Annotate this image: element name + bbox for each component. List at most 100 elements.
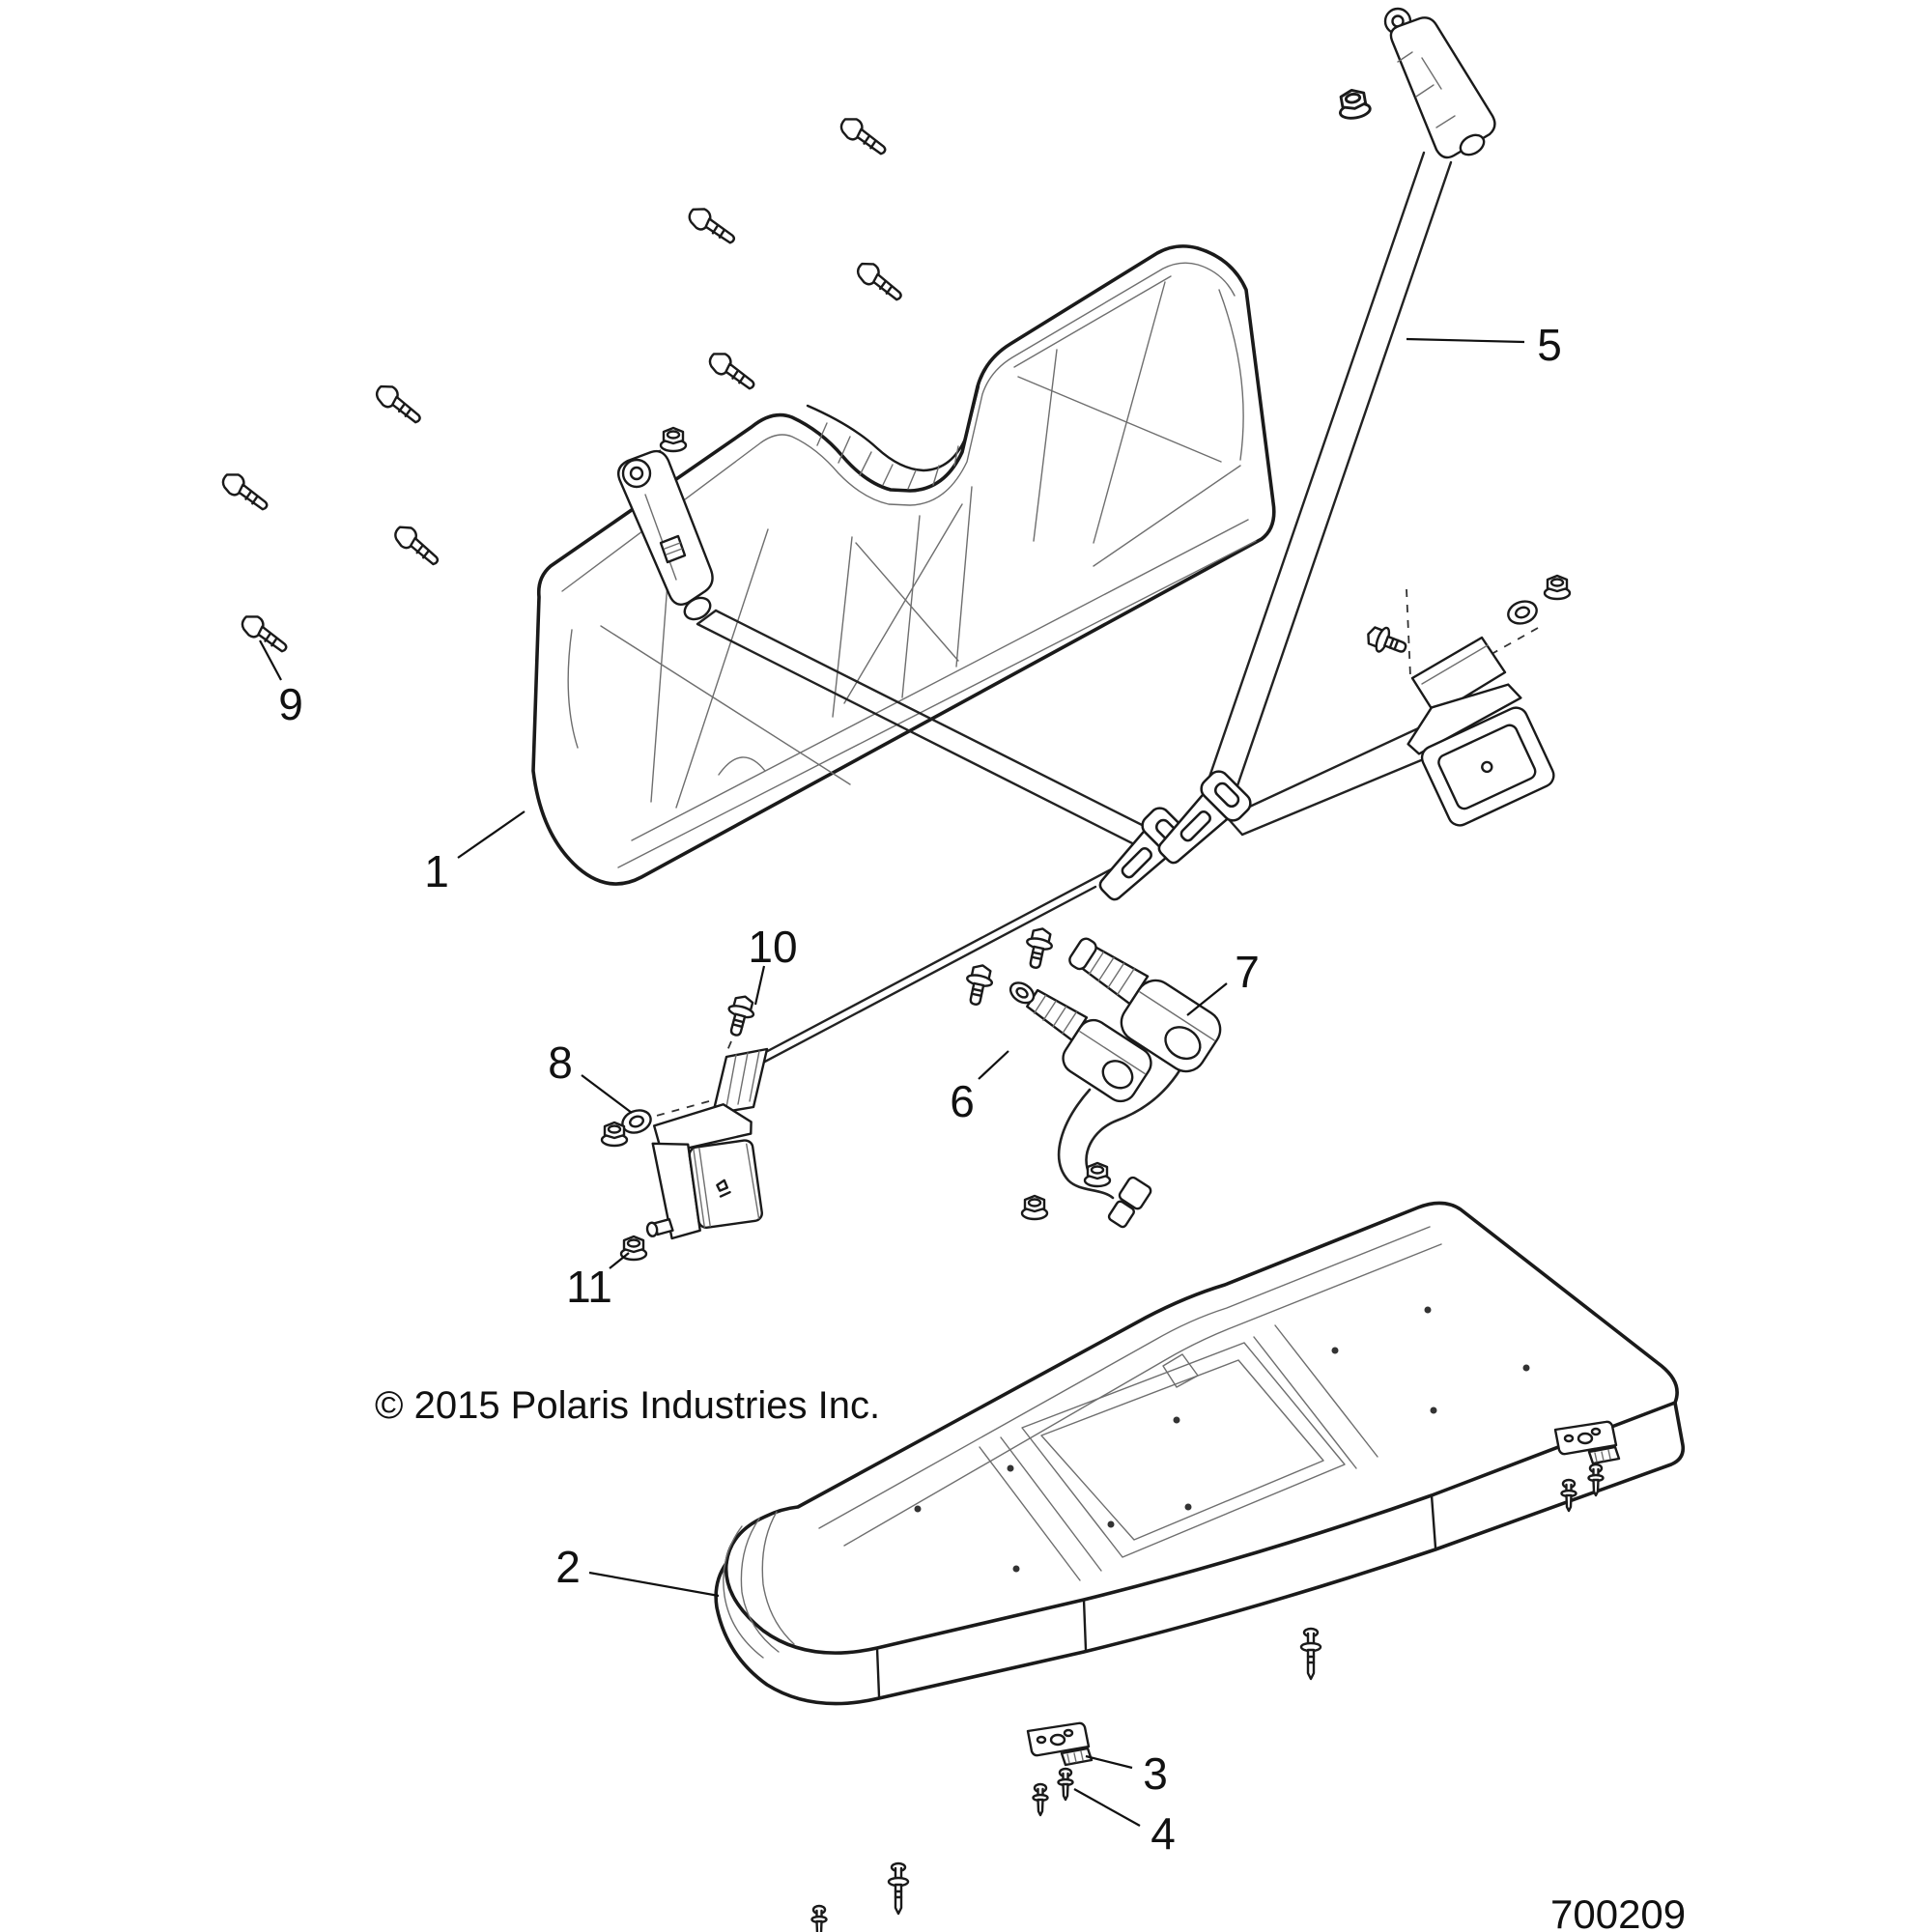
callout-label-6: 6 [950,1076,975,1126]
buckle-wire-b [1085,1061,1186,1177]
backrest-dip-hatching [816,422,959,490]
buckle7-webbing-hatch [1088,952,1135,996]
anchor-sleeve-hatching [1397,51,1456,128]
seat-skirt-connectors [875,1493,1437,1698]
buckle6-body-seam [1079,1031,1146,1075]
seat-backrest [531,244,1276,886]
backrest-dip-back-wall [806,384,980,472]
left-retractor-box [645,1103,763,1240]
callout-leader-5 [1406,337,1525,344]
screw-icon-1 [836,113,894,156]
seat-button-dots [914,1306,1530,1573]
screw-icon-8 [237,611,295,654]
buckle7-button [1164,1026,1202,1061]
shoulder-belt-top-anchor [1335,7,1496,159]
buckle-nut-icon-b [1020,1194,1049,1221]
anchor-nut-icon [1335,86,1373,122]
belt-end-fold [711,1047,769,1116]
lap-belt-webbing [696,609,1171,1116]
right-retractor-lid [1406,683,1522,755]
lap-belt-upper-run [696,609,1171,856]
bracket-screw-icon-5 [810,1904,828,1932]
callout-label-3: 3 [1143,1748,1168,1799]
right-retractor-box [1406,683,1555,827]
buckle-bolt-icon-b [960,961,997,1009]
seat-belt-buckle-6 [1009,981,1152,1103]
belt-anchor-bolt-icon [722,992,759,1039]
buckle-wire-a [1057,1088,1115,1200]
screw-icon-7 [388,522,447,567]
backrest-right-panel-seams [1013,275,1244,567]
seat-bracket-icon-left [1026,1721,1094,1767]
callout-leader-8 [581,1074,633,1114]
callout-label-9: 9 [278,679,303,729]
seat-belt-buckle-7 [1068,937,1222,1073]
seat-bracket-icon-right [1553,1420,1621,1465]
seat-bolster-contours [723,1511,795,1659]
callout-label-2: 2 [555,1542,581,1592]
seat-bottom-skirt [714,1401,1686,1706]
callout-leader-7 [1186,982,1228,1016]
callout-label-8: 8 [548,1037,573,1088]
left-nut-icon [600,1121,629,1148]
callout-leader-11 [609,1252,630,1269]
callout-leader-10 [753,965,766,1006]
screw-icon-5 [370,381,429,425]
screw-icon-3 [851,258,910,302]
seat-middle-panel [1021,1342,1346,1558]
right-retractor-assembly [1362,574,1572,827]
connector-upper [1118,1176,1152,1210]
buckle6-webbing-hatch [1033,994,1078,1035]
buckle6-eyelet-hole [1015,986,1029,999]
belt-end-stitching [725,1050,760,1108]
buckle-nut-icon-a [1083,1161,1112,1188]
backrest-top-piping [561,262,1236,592]
callout-label-1: 1 [424,846,449,896]
callout-label-7: 7 [1235,947,1260,997]
backrest-belt-anchor-fitting [617,449,714,621]
right-retractor-spindle [1481,760,1493,774]
seat-bottom-cushion [714,1201,1686,1706]
left-retractor-marking [716,1179,731,1198]
left-retractor-hatching [693,1143,760,1228]
left-retractor-assembly [600,992,763,1262]
right-anchor-washer-icon [1504,596,1541,629]
anchor-pivot-bolt-center [629,466,644,481]
right-anchor-bolt-icon [1362,621,1411,662]
backrest-outline [531,244,1276,886]
seat-back-seams [818,1226,1442,1547]
backrest-middle-panel-seams [832,486,973,718]
push-rivet-icon-2 [1299,1627,1322,1681]
backrest-bottom-band [617,519,1257,868]
anchor-fitting-body [617,449,714,606]
callout-label-5: 5 [1537,320,1562,370]
callout-label-4: 4 [1151,1808,1176,1859]
lap-belt-lower-run [726,867,1115,1083]
callout-leader-2 [588,1571,720,1598]
seat-bottom-outline [724,1201,1679,1655]
anchor-label-lines [664,542,683,555]
right-anchor-plate-fold [1421,644,1489,685]
screw-icon-2 [684,204,742,245]
anchor-sleeve [1389,16,1496,159]
copyright-text: © 2015 Polaris Industries Inc. [375,1384,880,1427]
buckle-bolt-icon-a [1020,924,1057,972]
screw-icon-4 [704,348,762,391]
seat-back-notch [1162,1353,1199,1388]
buckle7-body-seam [1139,991,1215,1041]
push-rivet-icon-1 [887,1861,910,1916]
callout-label-11: 11 [566,1262,612,1312]
buckle7-end-cap [1068,937,1097,971]
callout-leader-1 [457,810,526,859]
left-retractor-stud-head [645,1221,659,1237]
callout-leader-3 [1085,1754,1133,1770]
callout-leader-6 [978,1050,1009,1080]
right-anchor-plate [1410,636,1507,717]
callout-leader-9 [259,639,282,681]
bracket-screw-icon-3 [1560,1478,1577,1513]
wire-connector [1107,1176,1152,1229]
anchor-fitting-contour [644,494,677,581]
